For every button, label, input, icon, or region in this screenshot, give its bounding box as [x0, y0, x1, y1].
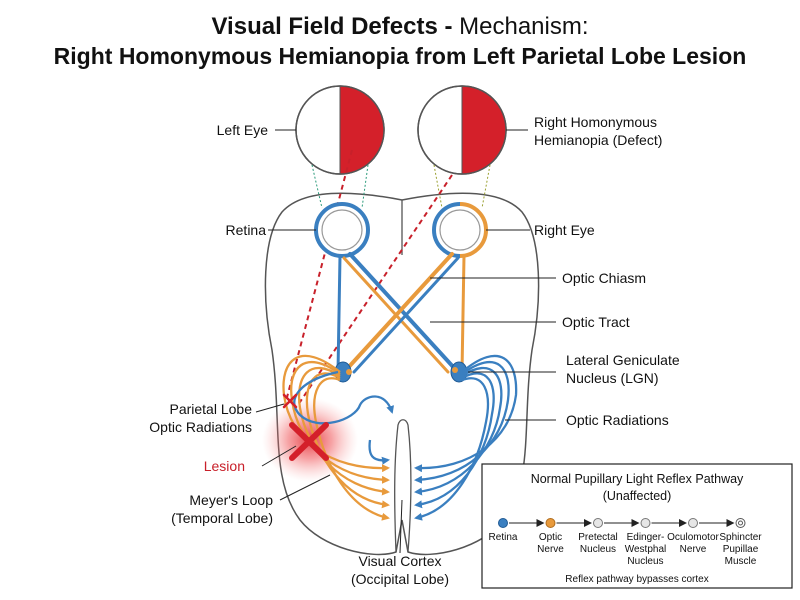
reflex-node-label: Oculomotor	[667, 532, 719, 543]
reflex-node-label: Nucleus	[580, 544, 616, 555]
reflex-node-label: Sphincter	[719, 532, 762, 543]
label-optic-radiations: Optic Radiations	[566, 412, 669, 428]
label-lgn-2: Nucleus (LGN)	[566, 370, 659, 386]
reflex-node-label: Edinger-	[627, 532, 665, 543]
label-meyer-1: Meyer's Loop	[189, 492, 273, 508]
label-lesion: Lesion	[204, 458, 245, 474]
label-retina: Retina	[226, 222, 267, 238]
occipital-midline	[394, 419, 412, 553]
label-parietal-2: Optic Radiations	[149, 419, 252, 435]
reflex-node-label: Retina	[489, 532, 518, 543]
reflex-node-label: Nerve	[680, 544, 707, 555]
left-eye-visual-field	[295, 85, 385, 175]
reflex-node-dot	[640, 518, 651, 528]
reflex-node-label: Westphal	[625, 544, 667, 555]
reflex-node-label: Nerve	[537, 544, 564, 555]
label-right-defect-1: Right Homonymous	[534, 114, 657, 130]
reflex-node-label: Optic	[539, 532, 562, 543]
reflex-title-2: (Unaffected)	[603, 489, 672, 503]
label-optic-tract: Optic Tract	[562, 314, 630, 330]
reflex-node-dot	[498, 518, 508, 528]
reflex-node-label: Muscle	[725, 556, 757, 567]
title-light: Mechanism:	[459, 13, 589, 40]
optic-nerves-tracts	[336, 252, 466, 374]
reflex-node-inner-ring	[738, 520, 743, 526]
label-cortex-2: (Occipital Lobe)	[351, 571, 449, 587]
reflex-node-label: Nucleus	[627, 556, 663, 567]
right-eye-visual-field	[417, 85, 507, 175]
lesion-x-mark	[289, 422, 329, 461]
reflex-node-dot	[593, 518, 603, 528]
reflex-title-1: Normal Pupillary Light Reflex Pathway	[531, 472, 744, 486]
label-meyer-2: (Temporal Lobe)	[171, 510, 273, 526]
label-right-eye: Right Eye	[534, 222, 595, 238]
diagram-title: Visual Field Defects - Mechanism: Right …	[0, 12, 800, 71]
reflex-node-dot	[735, 518, 746, 528]
left-meyer-return	[368, 439, 390, 465]
title-line2: Right Homonymous Hemianopia from Left Pa…	[53, 43, 747, 69]
reflex-footnote: Reflex pathway bypasses cortex	[565, 574, 708, 585]
label-cortex-1: Visual Cortex	[358, 553, 441, 569]
leader-lines	[255, 129, 556, 554]
title-bold: Visual Field Defects -	[211, 13, 453, 40]
reflex-pathway-box: Normal Pupillary Light Reflex Pathway (U…	[481, 463, 793, 589]
label-parietal-1: Parietal Lobe	[169, 401, 252, 417]
reflex-node-label: Pupillae	[723, 544, 759, 555]
left-eyeball	[314, 202, 370, 258]
field-projection-lines	[311, 164, 491, 209]
right-optic-radiations	[414, 354, 518, 521]
label-left-eye: Left Eye	[217, 122, 269, 138]
reflex-node-dot	[545, 518, 556, 528]
label-right-defect-2: Hemianopia (Defect)	[534, 132, 662, 148]
label-lgn-1: Lateral Geniculate	[566, 352, 680, 368]
parietal-x-mark	[282, 393, 298, 409]
reflex-node-dot	[688, 518, 698, 528]
reflex-node-label: Pretectal	[578, 532, 617, 543]
right-eyeball	[432, 202, 488, 258]
label-optic-chiasm: Optic Chiasm	[562, 270, 646, 286]
